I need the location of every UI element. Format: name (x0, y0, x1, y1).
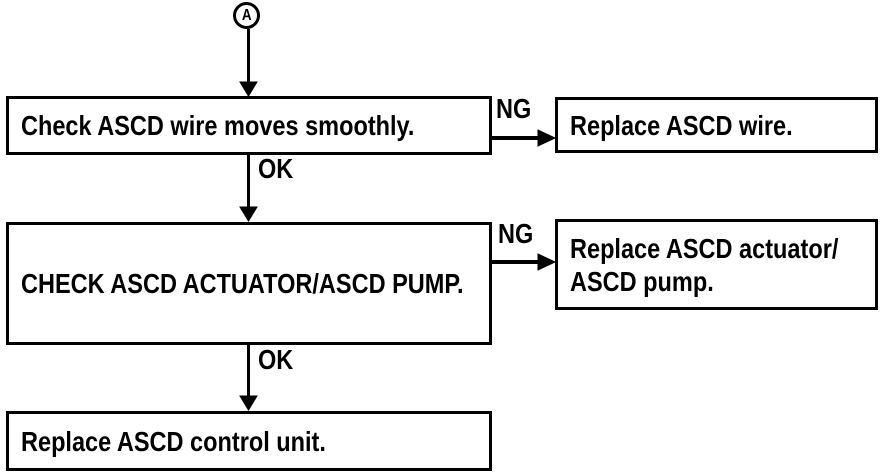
connector-a: A (233, 2, 260, 29)
action-box-replace-ascd-actuator-pump: Replace ASCD actuator/ ASCD pump. (555, 219, 878, 310)
step-box-replace-ascd-control-unit-text: Replace ASCD control unit. (21, 425, 326, 457)
arrow-step2-to-step3-head (239, 395, 258, 411)
action-box-replace-ascd-wire-text: Replace ASCD wire. (570, 109, 793, 141)
step-box-check-ascd-actuator-pump: CHECK ASCD ACTUATOR/ASCD PUMP. (6, 222, 492, 345)
edge-label-ng-1: NG (496, 93, 532, 124)
step-box-check-ascd-wire: Check ASCD wire moves smoothly. (6, 96, 492, 155)
edge-label-ok-2: OK (258, 344, 294, 375)
action-box-replace-ascd-wire: Replace ASCD wire. (555, 97, 878, 153)
connector-a-label: A (241, 6, 252, 24)
arrow-step1-to-step2-head (239, 206, 258, 222)
action-box-replace-ascd-actuator-pump-line2: ASCD pump. (570, 265, 714, 297)
edge-label-ok-1: OK (258, 153, 294, 184)
step-box-replace-ascd-control-unit: Replace ASCD control unit. (6, 411, 492, 471)
edge-label-ng-2: NG (498, 218, 534, 249)
action-box-replace-ascd-actuator-pump-line1: Replace ASCD actuator/ (570, 232, 839, 264)
step-box-check-ascd-actuator-pump-text: CHECK ASCD ACTUATOR/ASCD PUMP. (21, 268, 464, 299)
arrow-step2-to-action2-head (537, 253, 557, 271)
arrow-step1-to-action1-head (537, 129, 557, 147)
arrow-a-to-step1-head (239, 81, 258, 97)
step-box-check-ascd-wire-text: Check ASCD wire moves smoothly. (21, 110, 415, 141)
